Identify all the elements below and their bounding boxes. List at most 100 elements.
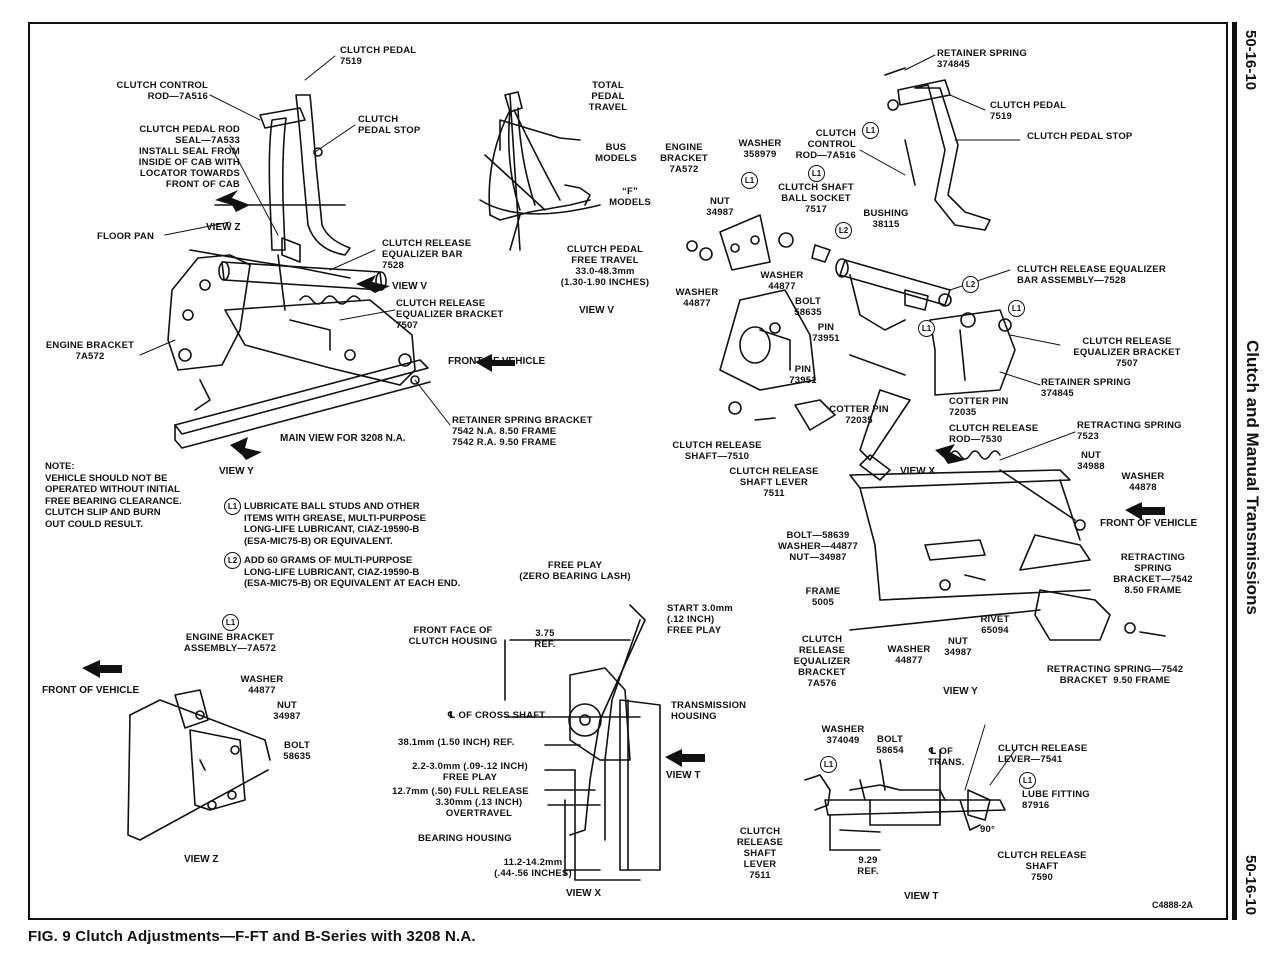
label-x-bearing-housing: BEARING HOUSING bbox=[418, 833, 512, 844]
label-e-washer-44877-a: WASHER 44877 bbox=[760, 270, 804, 292]
label-y-washer: WASHER 44877 bbox=[887, 644, 931, 666]
note-l2: ADD 60 GRAMS OF MULTI-PURPOSE LONG-LIFE … bbox=[244, 555, 461, 589]
label-view-v-ref: VIEW V bbox=[392, 281, 428, 292]
label-main-engine-bracket: ENGINE BRACKET 7A572 bbox=[45, 340, 135, 362]
view-t-art bbox=[804, 749, 1006, 851]
label-v-total-travel: TOTAL PEDAL TRAVEL bbox=[588, 80, 628, 113]
view-x-art bbox=[504, 604, 661, 881]
view-t-l1-badge-lever: L1 bbox=[820, 756, 837, 773]
label-e-retainer-spring-b: RETAINER SPRING 374845 bbox=[1041, 377, 1131, 399]
label-view-v-title: VIEW V bbox=[579, 305, 615, 316]
arrow-view-t bbox=[665, 749, 705, 767]
label-y-nut: NUT 34987 bbox=[944, 636, 972, 658]
label-t-shaft-lever: CLUTCH RELEASE SHAFT LEVER 7511 bbox=[736, 826, 784, 881]
label-v-bus-models: BUS MODELS bbox=[595, 142, 637, 164]
exploded-l1-badge-bar: L1 bbox=[1008, 300, 1025, 317]
label-e-nut-34988: NUT 34988 bbox=[1077, 450, 1105, 472]
drawing-code: C4888-2A bbox=[1152, 900, 1194, 910]
figure-frame bbox=[28, 22, 1228, 920]
label-e-bushing: BUSHING 38115 bbox=[863, 208, 909, 230]
exploded-l2-badge-a: L2 bbox=[835, 222, 852, 239]
label-main-retainer-bracket: RETAINER SPRING BRACKET 7542 N.A. 8.50 F… bbox=[452, 415, 593, 448]
view-v-art bbox=[479, 91, 601, 251]
label-main-equalizer-bracket: CLUTCH RELEASE EQUALIZER BRACKET 7507 bbox=[396, 298, 504, 331]
label-e-bolt-58635: BOLT 58635 bbox=[794, 296, 822, 318]
label-t-washer: WASHER 374049 bbox=[821, 724, 865, 746]
label-main-control-rod: CLUTCH CONTROL ROD—7A516 bbox=[116, 80, 208, 102]
label-t-cl-trans: ℄ OF TRANS. bbox=[928, 746, 965, 768]
exploded-l2-badge-b: L2 bbox=[962, 276, 979, 293]
label-x-view-t-ref: VIEW T bbox=[666, 770, 701, 781]
label-main-rod-seal: CLUTCH PEDAL ROD SEAL—7A533 INSTALL SEAL… bbox=[138, 124, 240, 190]
arrow-front-of-vehicle bbox=[475, 354, 515, 372]
exploded-l1-badge-bracket: L1 bbox=[741, 172, 758, 189]
label-z-bolt: BOLT 58635 bbox=[283, 740, 311, 762]
label-e-washer-44878: WASHER 44878 bbox=[1121, 471, 1165, 493]
label-e-control-rod: CLUTCH CONTROL ROD—7A516 bbox=[795, 128, 856, 161]
arrow-view-z bbox=[215, 190, 250, 212]
label-view-t-title: VIEW T bbox=[904, 891, 939, 902]
label-main-equalizer-bar: CLUTCH RELEASE EQUALIZER BAR 7528 bbox=[382, 238, 472, 271]
exploded-l1-badge-socket: L1 bbox=[808, 165, 825, 182]
side-bar bbox=[1232, 22, 1237, 920]
exploded-view-art bbox=[686, 67, 1166, 641]
label-e-retracting-spring: RETRACTING SPRING 7523 bbox=[1077, 420, 1182, 442]
main-view-art bbox=[167, 94, 431, 449]
label-y-retracting-bracket-950: RETRACTING SPRING—7542 BRACKET 9.50 FRAM… bbox=[1046, 664, 1184, 686]
label-x-dim-33: 3.30mm (.13 INCH) OVERTRAVEL bbox=[435, 797, 523, 819]
label-e-release-rod: CLUTCH RELEASE ROD—7530 bbox=[949, 423, 1039, 445]
label-x-start: START 3.0mm (.12 INCH) FREE PLAY bbox=[667, 603, 733, 636]
label-e-shaft-lever: CLUTCH RELEASE SHAFT LEVER 7511 bbox=[729, 466, 819, 499]
label-x-dim-127: 12.7mm (.50) FULL RELEASE bbox=[392, 786, 529, 797]
label-t-release-lever: CLUTCH RELEASE LEVER—7541 bbox=[998, 743, 1088, 765]
label-e-view-x-ref: VIEW X bbox=[900, 466, 936, 477]
page-number-top: 50-16-10 bbox=[1242, 30, 1259, 91]
view-z-art bbox=[127, 689, 271, 841]
arrow-view-y bbox=[230, 437, 262, 460]
label-view-y-ref: VIEW Y bbox=[219, 466, 254, 477]
label-z-washer: WASHER 44877 bbox=[240, 674, 284, 696]
label-e-engine-bracket: ENGINE BRACKET 7A572 bbox=[660, 142, 708, 175]
label-x-trans-housing: TRANSMISSION HOUSING bbox=[671, 700, 747, 722]
arrow-view-v bbox=[356, 275, 390, 293]
label-e-pedal-stop: CLUTCH PEDAL STOP bbox=[1027, 131, 1133, 142]
l2-lubricant-badge: L2 bbox=[224, 552, 241, 569]
label-x-free-play: FREE PLAY (ZERO BEARING LASH) bbox=[519, 560, 631, 582]
label-e-washer-44877-b: WASHER 44877 bbox=[675, 287, 719, 309]
label-z-nut: NUT 34987 bbox=[273, 700, 301, 722]
label-main-floor-pan: FLOOR PAN bbox=[97, 231, 155, 242]
view-t-l1-badge-fitting: L1 bbox=[1019, 772, 1036, 789]
label-z-engine-bracket: ENGINE BRACKET ASSEMBLY—7A572 bbox=[183, 632, 277, 654]
arrow-front-of-vehicle-right bbox=[1125, 502, 1165, 520]
label-e-pin-a: PIN 73951 bbox=[812, 322, 840, 344]
label-view-x-title: VIEW X bbox=[566, 888, 602, 899]
label-e-washer-358979: WASHER 358979 bbox=[738, 138, 782, 160]
view-z-l1-badge: L1 bbox=[222, 614, 239, 631]
figure-caption: FIG. 9 Clutch Adjustments—F-FT and B-Ser… bbox=[28, 928, 476, 945]
label-e-nut-34987: NUT 34987 bbox=[706, 196, 734, 218]
label-e-retainer-spring: RETAINER SPRING 374845 bbox=[937, 48, 1027, 70]
label-y-retracting-bracket-850: RETRACTING SPRING BRACKET—7542 8.50 FRAM… bbox=[1113, 552, 1193, 596]
label-e-cotter-pin-a: COTTER PIN 72035 bbox=[949, 396, 1009, 418]
label-e-equalizer-bracket: CLUTCH RELEASE EQUALIZER BRACKET 7507 bbox=[1073, 336, 1181, 369]
label-v-f-models: “F” MODELS bbox=[609, 186, 651, 208]
label-t-lube-fitting: LUBE FITTING 87916 bbox=[1022, 789, 1090, 811]
label-x-cross-shaft: ℄ OF CROSS SHAFT bbox=[447, 710, 546, 721]
label-x-dim-112: 11.2-14.2mm (.44-.56 INCHES) bbox=[494, 857, 572, 879]
arrow-view-x bbox=[935, 444, 965, 464]
label-y-equalizer-bracket: CLUTCH RELEASE EQUALIZER BRACKET 7A576 bbox=[793, 634, 851, 689]
label-x-dim-375: 3.75 REF. bbox=[534, 628, 556, 650]
label-t-angle: 90° bbox=[980, 824, 995, 835]
label-e-front-of-vehicle: FRONT OF VEHICLE bbox=[1100, 518, 1198, 529]
exploded-l1-badge-rod: L1 bbox=[862, 122, 879, 139]
section-title: Clutch and Manual Transmissions bbox=[1243, 340, 1262, 615]
label-main-pedal-stop: CLUTCH PEDAL STOP bbox=[358, 114, 421, 136]
label-e-ball-socket: CLUTCH SHAFT BALL SOCKET 7517 bbox=[778, 182, 854, 215]
label-y-rivet: RIVET 65094 bbox=[980, 614, 1010, 636]
l1-lubricant-badge: L1 bbox=[224, 498, 241, 515]
note-l1: LUBRICATE BALL STUDS AND OTHER ITEMS WIT… bbox=[244, 501, 426, 547]
label-z-front-of-vehicle: FRONT OF VEHICLE bbox=[42, 685, 140, 696]
note-warning: NOTE: VEHICLE SHOULD NOT BE OPERATED WIT… bbox=[45, 461, 182, 530]
